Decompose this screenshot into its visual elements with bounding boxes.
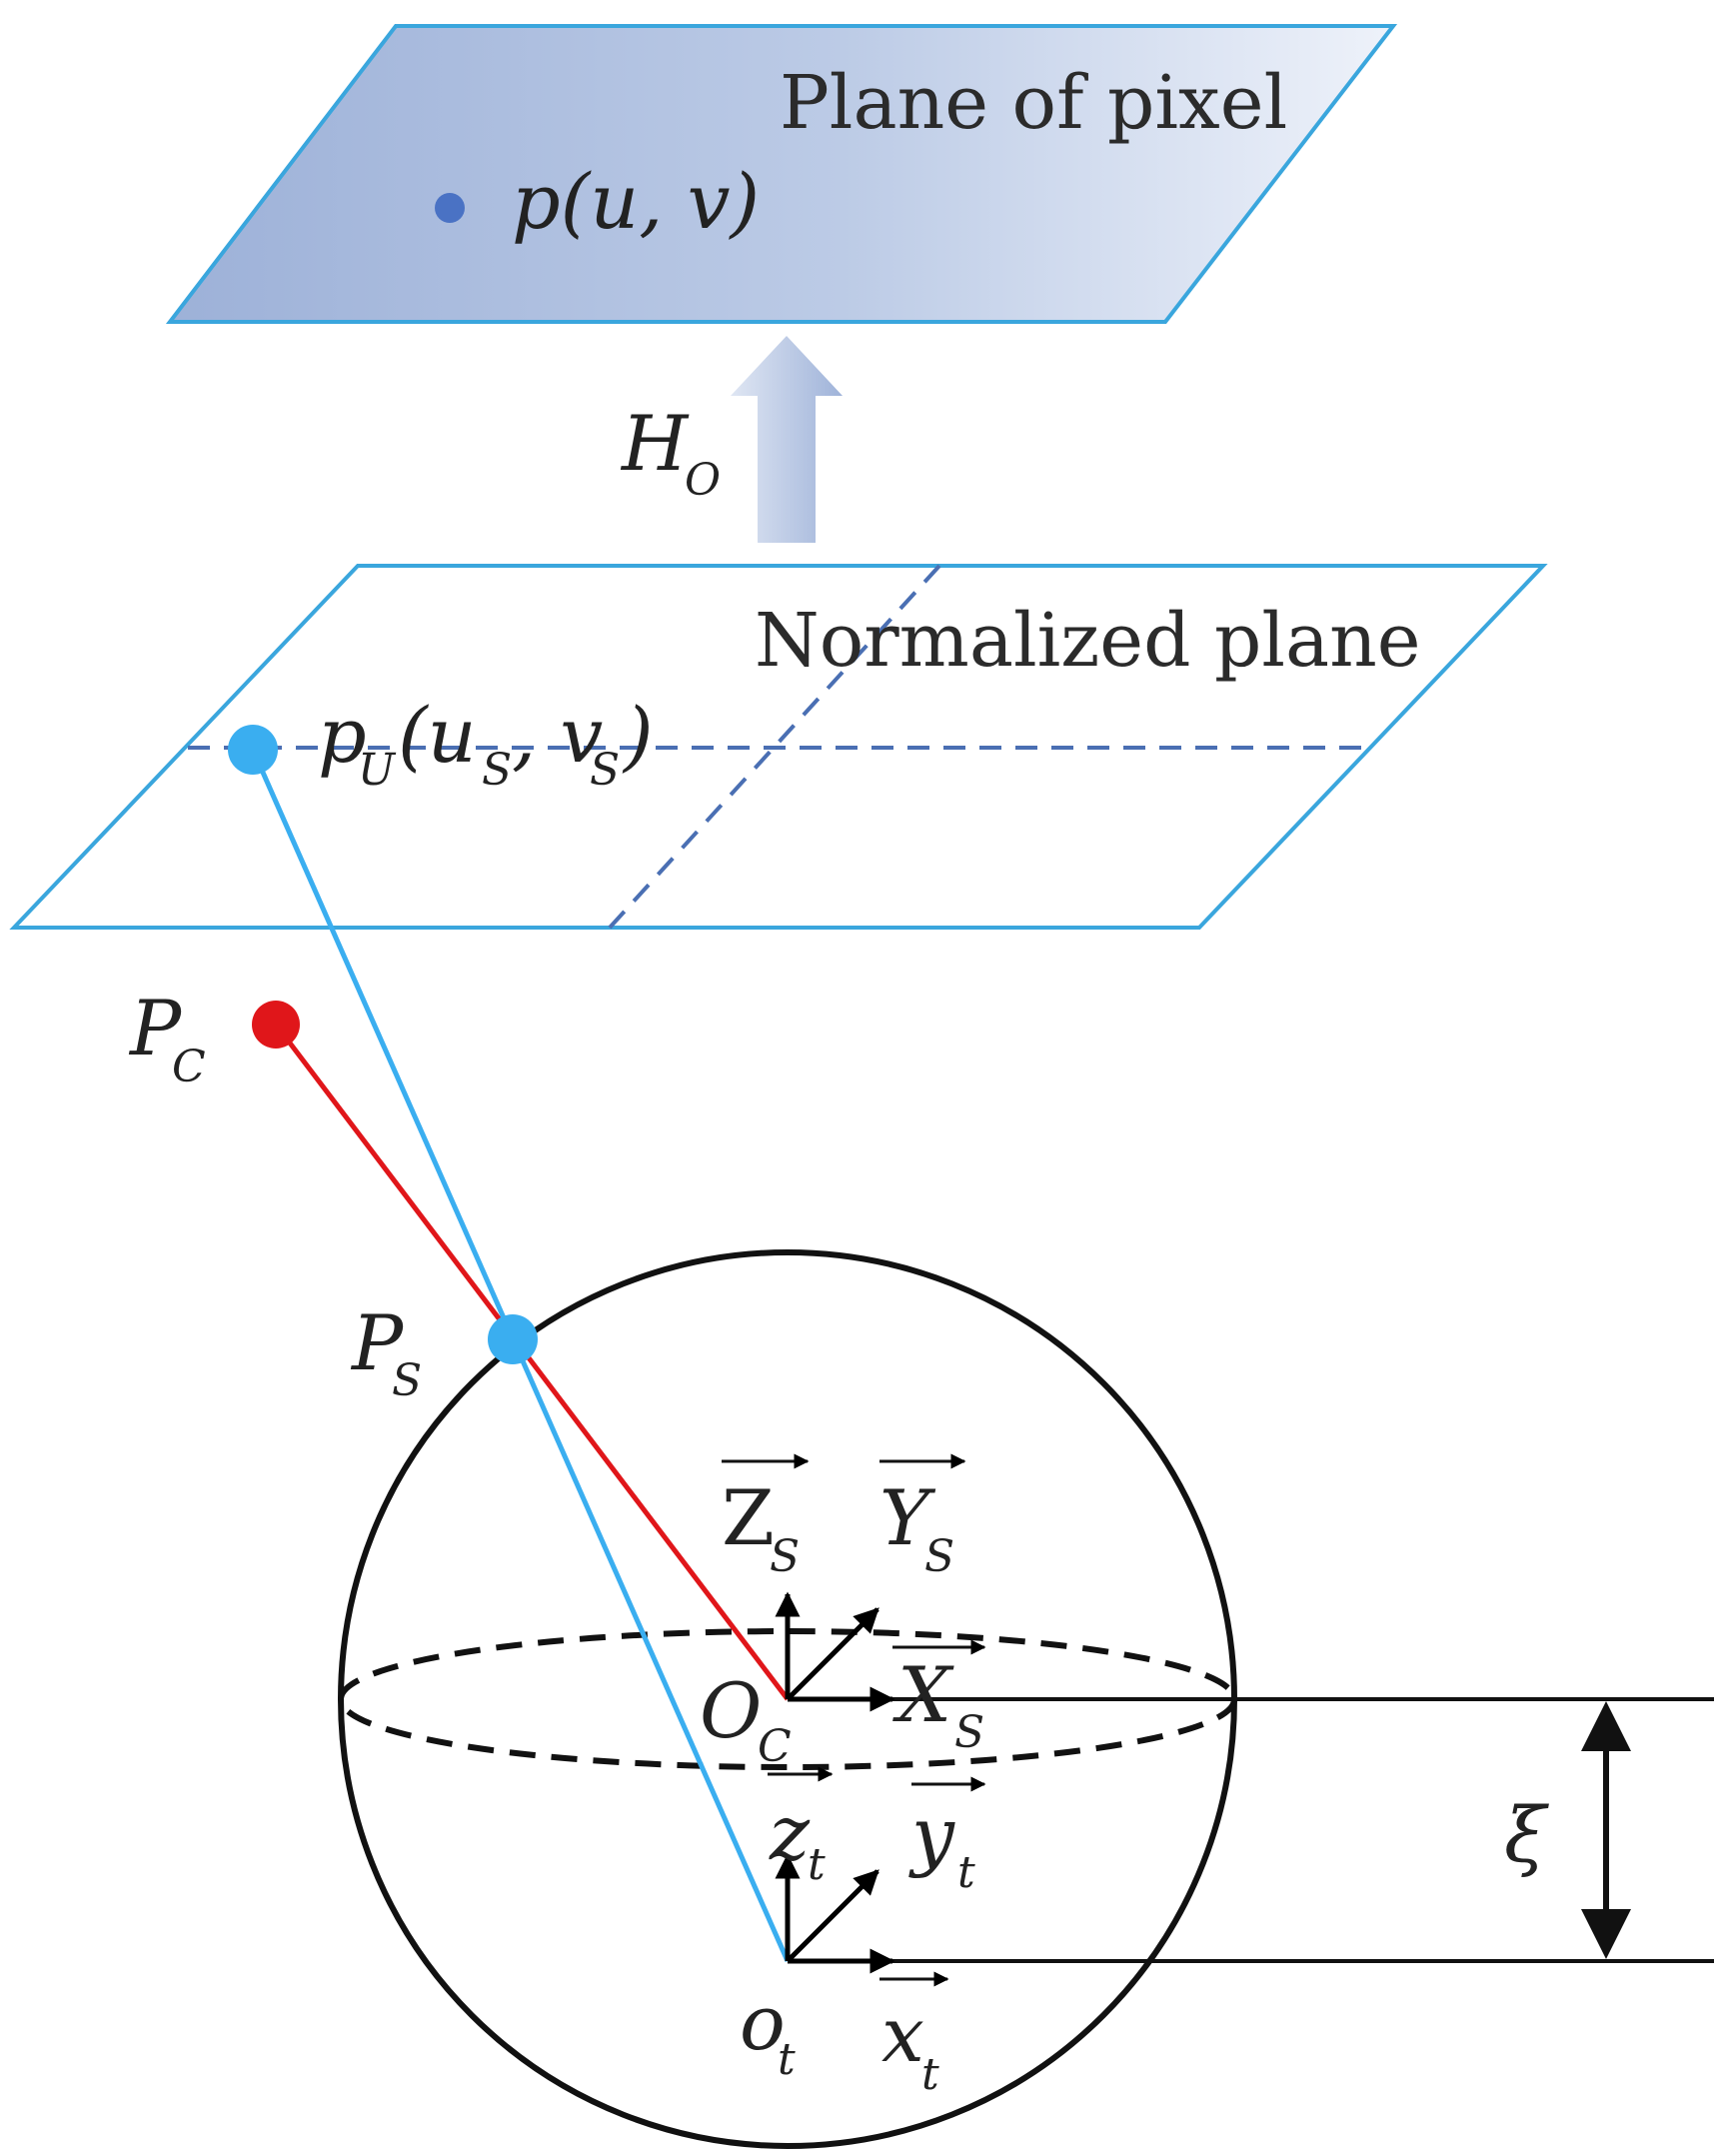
ray-pc-to-oc (274, 1023, 790, 1701)
pc-label-main: P (128, 984, 183, 1073)
offset-arrowhead-bottom (1581, 1909, 1631, 1959)
normalized-point-label-u-sub: S (482, 745, 512, 796)
normalized-point-label: p U (u S , v S ) (318, 691, 654, 796)
pixel-plane-shape (165, 24, 1398, 324)
pc-point (252, 1001, 300, 1049)
normalized-plane-title: Normalized plane (755, 598, 1421, 684)
offset-frame-z-label: z (769, 1788, 811, 1877)
offset-frame-origin-label: o (740, 1978, 786, 2067)
pixel-point-marker (435, 193, 465, 223)
sphere-frame-y-label: Y (879, 1473, 936, 1562)
ps-label-main: P (350, 1298, 405, 1387)
ps-label-sub: S (392, 1355, 422, 1406)
offset-arrowhead-top (1581, 1701, 1631, 1751)
offset-frame-z-sub: t (808, 1839, 826, 1890)
pc-label-sub: C (172, 1042, 206, 1092)
normalized-point-label-close: ) (622, 691, 654, 780)
ps-point (488, 1314, 538, 1364)
normalized-plane-axis-diagonal (608, 564, 941, 930)
sphere-frame-origin-label: O (700, 1666, 762, 1755)
pu-point (228, 725, 278, 775)
offset-frame-origin-sub: t (778, 2034, 796, 2085)
transform-label-sub: O (685, 455, 721, 506)
offset-frame: z t y t x t o t (740, 1766, 986, 2100)
sphere-frame-y-axis (786, 1607, 879, 1701)
offset-bracket: ξ (788, 1697, 1714, 1963)
sphere-frame-y-sub: S (924, 1531, 954, 1582)
pixel-plane: Plane of pixel p(u, v) (165, 24, 1398, 324)
offset-frame-x-label: x (881, 1990, 924, 2079)
normalized-plane-shape (9, 564, 1548, 930)
offset-frame-x-sub: t (921, 2049, 939, 2100)
offset-symbol: ξ (1504, 1790, 1549, 1879)
offset-frame-y-axis (786, 1869, 879, 1963)
sphere-frame-origin-sub: C (758, 1721, 792, 1772)
normalized-point-label-u: (u (398, 691, 477, 780)
normalized-plane: Normalized plane (9, 564, 1548, 930)
pixel-plane-title: Plane of pixel (780, 60, 1287, 146)
normalized-point-label-v-sub: S (590, 745, 620, 796)
transform-arrow: H O (620, 336, 843, 543)
sphere-frame-z-label: Z (722, 1473, 775, 1562)
sphere-frame-z-sub: S (770, 1531, 800, 1582)
transform-arrow-shape (731, 336, 843, 543)
transform-label-main: H (620, 399, 690, 488)
sphere-frame: Z S Y S X S O C (700, 1453, 986, 1772)
normalized-point-label-v: , v (512, 691, 603, 780)
normalized-point-label-p-sub: U (358, 745, 397, 796)
sphere-frame-x-label: X (892, 1650, 954, 1739)
offset-frame-y-sub: t (957, 1847, 975, 1898)
offset-frame-y-label: y (908, 1790, 955, 1879)
sphere-frame-x-sub: S (954, 1707, 984, 1758)
pixel-point-label: p(u, v) (512, 157, 760, 246)
normalized-point-label-p: p (318, 691, 367, 780)
